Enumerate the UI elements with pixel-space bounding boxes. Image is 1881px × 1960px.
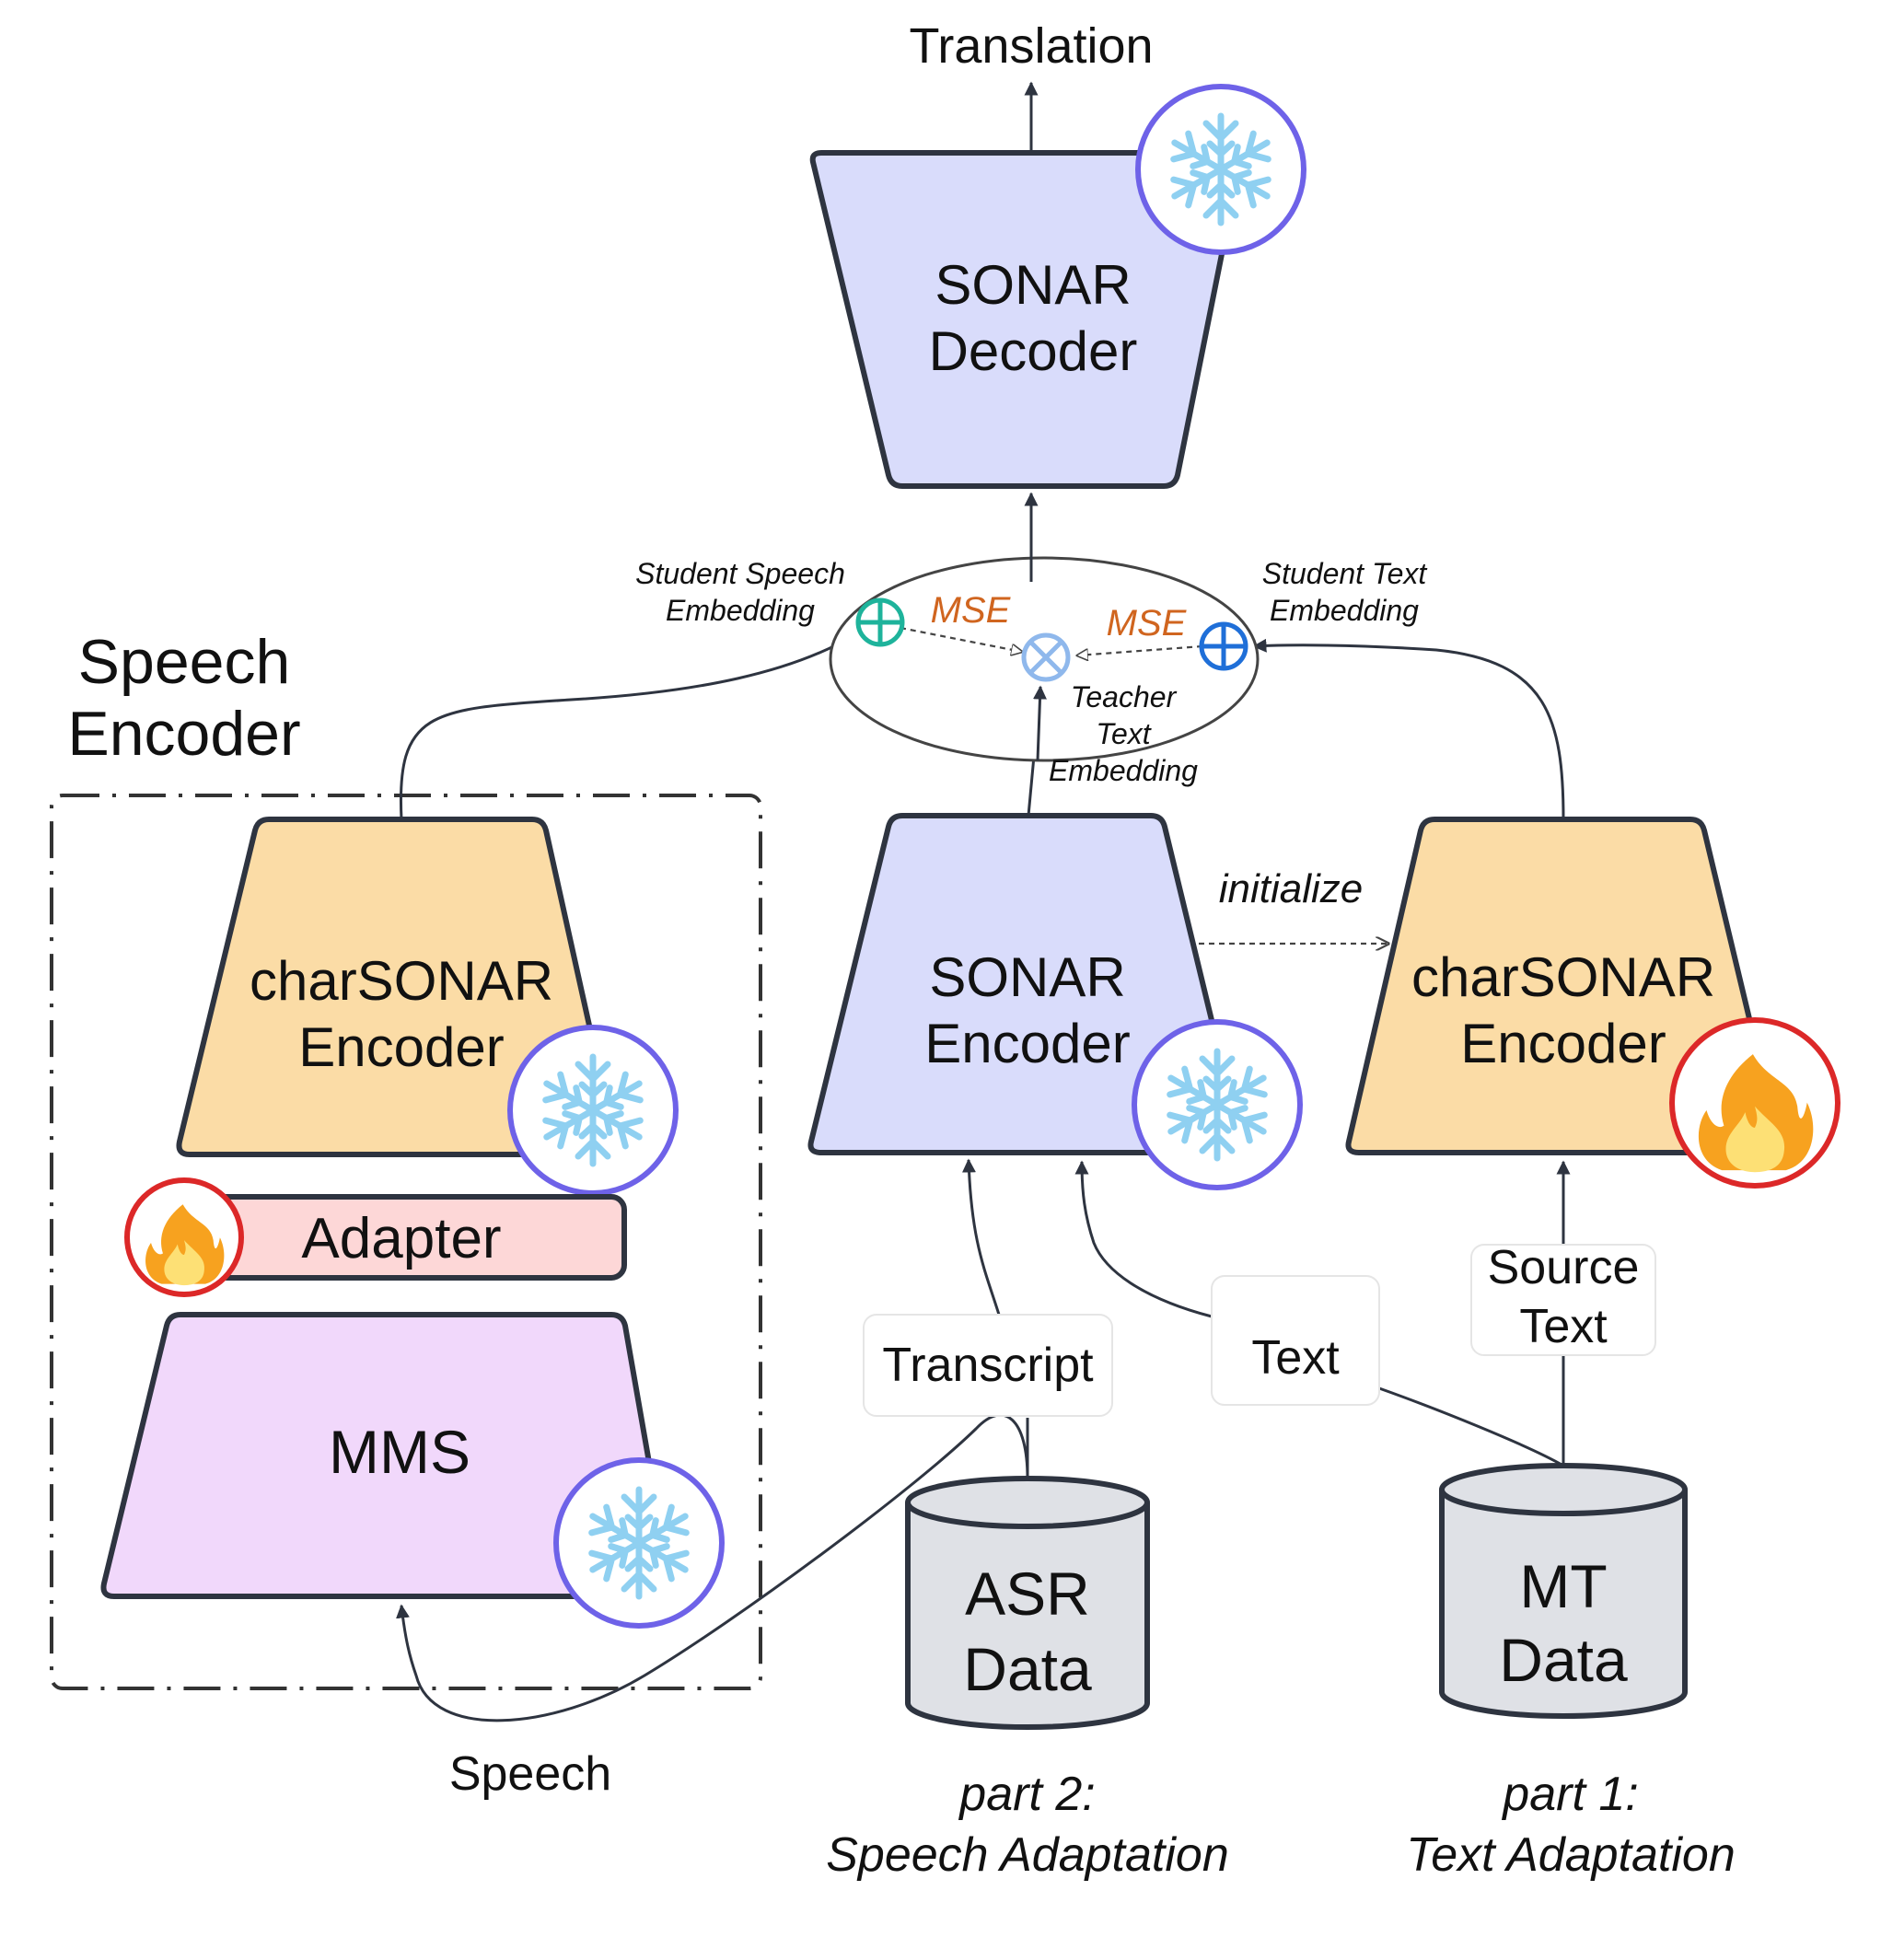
teacher-label-2: Text bbox=[1096, 717, 1151, 750]
speech-encoder-group bbox=[50, 794, 762, 1690]
text-char-encoder-flame-icon bbox=[1669, 1017, 1840, 1189]
source-text-label-2: Text bbox=[1519, 1300, 1608, 1353]
mse-label-right: MSE bbox=[1107, 603, 1188, 644]
student-speech-label-1: Student Speech bbox=[635, 557, 845, 590]
source-text-box bbox=[1470, 1244, 1656, 1356]
mms-snowflake-icon bbox=[553, 1457, 725, 1629]
sonar-encoder-label-2: Encoder bbox=[924, 1013, 1130, 1074]
mt-data-label-2: Data bbox=[1499, 1626, 1628, 1694]
speech-char-encoder-label-1: charSONAR bbox=[250, 950, 553, 1012]
teacher-label-1: Teacher bbox=[1071, 680, 1178, 713]
mt-to-text-line bbox=[1378, 1386, 1564, 1467]
sonar-decoder-label-1: SONAR bbox=[935, 254, 1131, 316]
text-box bbox=[1211, 1275, 1380, 1406]
initialize-label: initialize bbox=[1219, 866, 1364, 911]
asr-data-label-1: ASR bbox=[965, 1560, 1090, 1628]
speech-label: Speech bbox=[449, 1747, 611, 1801]
transcript-box bbox=[863, 1314, 1113, 1417]
decoder-frozen-snowflake-icon bbox=[1135, 84, 1306, 255]
text-char-encoder-label-1: charSONAR bbox=[1411, 946, 1715, 1008]
part1-label-1: part 1: bbox=[1501, 1768, 1638, 1821]
part1-label-2: Text Adaptation bbox=[1406, 1828, 1736, 1882]
mms-label: MMS bbox=[329, 1418, 470, 1486]
student-speech-label-2: Embedding bbox=[666, 594, 815, 627]
mse-label-left: MSE bbox=[931, 590, 1012, 631]
section-title-line1: Speech bbox=[78, 627, 291, 697]
sonar-encoder-snowflake-icon bbox=[1132, 1019, 1303, 1190]
arrow-student-text bbox=[1252, 638, 1565, 820]
student-text-oplus-icon bbox=[1199, 621, 1248, 671]
adapter-label: Adapter bbox=[301, 1207, 501, 1270]
mt-data-cylinder-icon bbox=[1439, 1463, 1688, 1719]
student-text-label-1: Student Text bbox=[1262, 557, 1428, 590]
mt-data-label-1: MT bbox=[1519, 1552, 1607, 1620]
arrow-student-speech bbox=[399, 633, 856, 820]
sonar-encoder-label-1: SONAR bbox=[929, 946, 1125, 1008]
arrow-speech bbox=[396, 1413, 1029, 1722]
section-title-line2: Encoder bbox=[67, 699, 300, 769]
transcript-label: Transcript bbox=[882, 1339, 1094, 1392]
text-label: Text bbox=[1251, 1331, 1340, 1385]
speech-char-encoder-label-2: Encoder bbox=[298, 1016, 504, 1078]
part2-label-2: Speech Adaptation bbox=[826, 1828, 1229, 1882]
speech-char-encoder-snowflake-icon bbox=[507, 1025, 679, 1196]
adapter-flame-icon bbox=[124, 1177, 244, 1297]
source-text-label-1: Source bbox=[1488, 1241, 1640, 1294]
asr-data-cylinder-icon bbox=[905, 1476, 1150, 1730]
arrow-transcript bbox=[961, 1158, 1001, 1316]
asr-data-label-2: Data bbox=[963, 1635, 1092, 1703]
student-text-label-2: Embedding bbox=[1270, 594, 1419, 627]
text-char-encoder-label-2: Encoder bbox=[1460, 1013, 1666, 1074]
teacher-otimes-icon bbox=[1021, 632, 1071, 682]
translation-label: Translation bbox=[909, 18, 1153, 74]
student-speech-oplus-icon bbox=[855, 597, 905, 647]
part2-label-1: part 2: bbox=[958, 1768, 1095, 1821]
arrow-text bbox=[1074, 1160, 1213, 1318]
teacher-label-3: Embedding bbox=[1049, 754, 1198, 787]
sonar-decoder-label-2: Decoder bbox=[929, 320, 1138, 382]
